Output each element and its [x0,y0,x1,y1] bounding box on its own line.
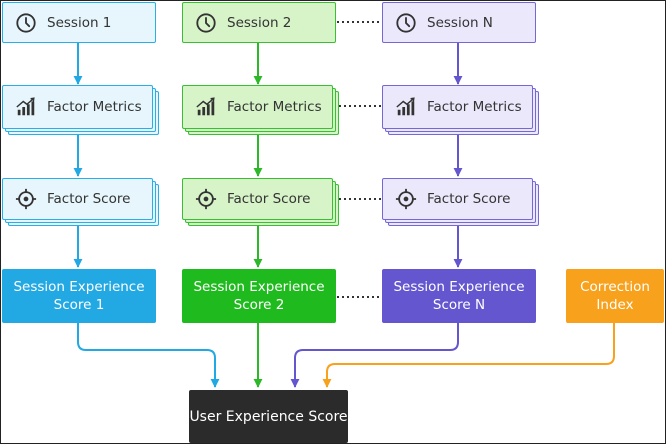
session-experience-1-line2: Score 1 [53,297,105,313]
bar-chart-icon [396,97,415,116]
session-experience-1-line1: Session Experience [13,279,145,295]
target-icon [15,188,37,210]
session-1-label: Session 1 [47,14,112,31]
factor-score-1-label: Factor Score [47,191,131,207]
session-n-node: Session N [382,2,536,43]
session-experience-score-2-node: Session Experience Score 2 [182,269,336,323]
clock-icon [396,12,416,33]
session-experience-n-line1: Session Experience [393,279,525,295]
factor-score-n-node: Factor Score [382,178,533,220]
arrow-experience1-to-result [77,323,220,388]
session-experience-2-line1: Session Experience [193,279,325,295]
target-icon [195,188,217,210]
correction-index-line1: Correction [580,279,650,295]
factor-metrics-1-label: Factor Metrics [47,99,142,115]
user-experience-score-label: User Experience Score [189,408,348,425]
arrow-correction-to-result [322,323,615,388]
factor-metrics-2-label: Factor Metrics [227,99,322,115]
session-experience-score-1-node: Session Experience Score 1 [2,269,156,323]
session-experience-n-line2: Score N [432,297,486,313]
session-n-label: Session N [427,14,493,31]
factor-score-2-node: Factor Score [182,178,333,220]
factor-score-1-node: Factor Score [2,178,153,220]
target-icon [395,188,417,210]
clock-icon [16,12,36,33]
factor-metrics-n-node: Factor Metrics [382,85,533,129]
factor-score-n-label: Factor Score [427,191,511,207]
session-2-label: Session 2 [227,14,292,31]
clock-icon [196,12,216,33]
session-experience-2-line2: Score 2 [233,297,285,313]
factor-score-2-label: Factor Score [227,191,311,207]
factor-metrics-2-node: Factor Metrics [182,85,333,129]
correction-index-line2: Index [596,297,634,313]
bar-chart-icon [196,97,215,116]
session-experience-score-n-node: Session Experience Score N [382,269,536,323]
session-2-node: Session 2 [182,2,336,43]
factor-metrics-n-label: Factor Metrics [427,99,522,115]
user-experience-score-node: User Experience Score [189,390,348,443]
session-1-node: Session 1 [2,2,156,43]
bar-chart-icon [16,97,35,116]
correction-index-node: Correction Index [566,269,664,323]
arrow-experienceN-to-result [290,323,459,388]
factor-metrics-1-node: Factor Metrics [2,85,153,129]
